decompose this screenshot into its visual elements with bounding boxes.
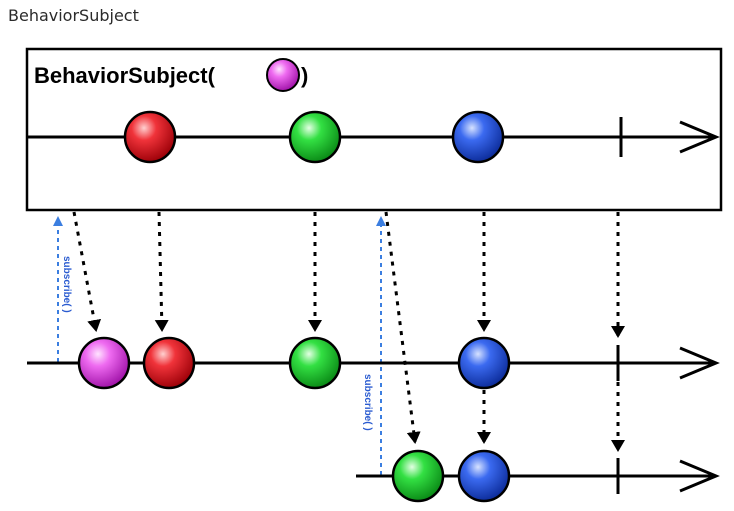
sub2-marble-blue (457, 449, 511, 503)
subject-title-suffix: ) (301, 63, 308, 88)
subscriber1-timeline-arrowhead (679, 346, 720, 380)
sub1-marble-red (142, 336, 196, 390)
source-timeline-arrowhead (679, 120, 720, 154)
sub2-marble-green (391, 449, 445, 503)
subscriber2-timeline-arrowhead (679, 459, 720, 493)
source-marble-red (123, 110, 177, 164)
sub1-marble-green (288, 336, 342, 390)
emission-arrow-initial-to-sub1 (72, 211, 102, 332)
source-marble-green (288, 110, 342, 164)
sub1-marble-magenta (77, 336, 131, 390)
subscribe-label-1: subscribe( ) (61, 256, 72, 313)
page-title: BehaviorSubject (8, 6, 139, 25)
initial-value-marble-magenta (266, 58, 300, 92)
sub1-marble-blue (457, 336, 511, 390)
subscribe-label-2: subscribe( ) (362, 374, 373, 431)
subject-title-prefix: BehaviorSubject( (34, 63, 216, 88)
emission-arrow-green-to-sub2 (384, 211, 421, 444)
source-marble-blue (451, 110, 505, 164)
emission-arrow-red-to-sub1 (154, 211, 169, 332)
